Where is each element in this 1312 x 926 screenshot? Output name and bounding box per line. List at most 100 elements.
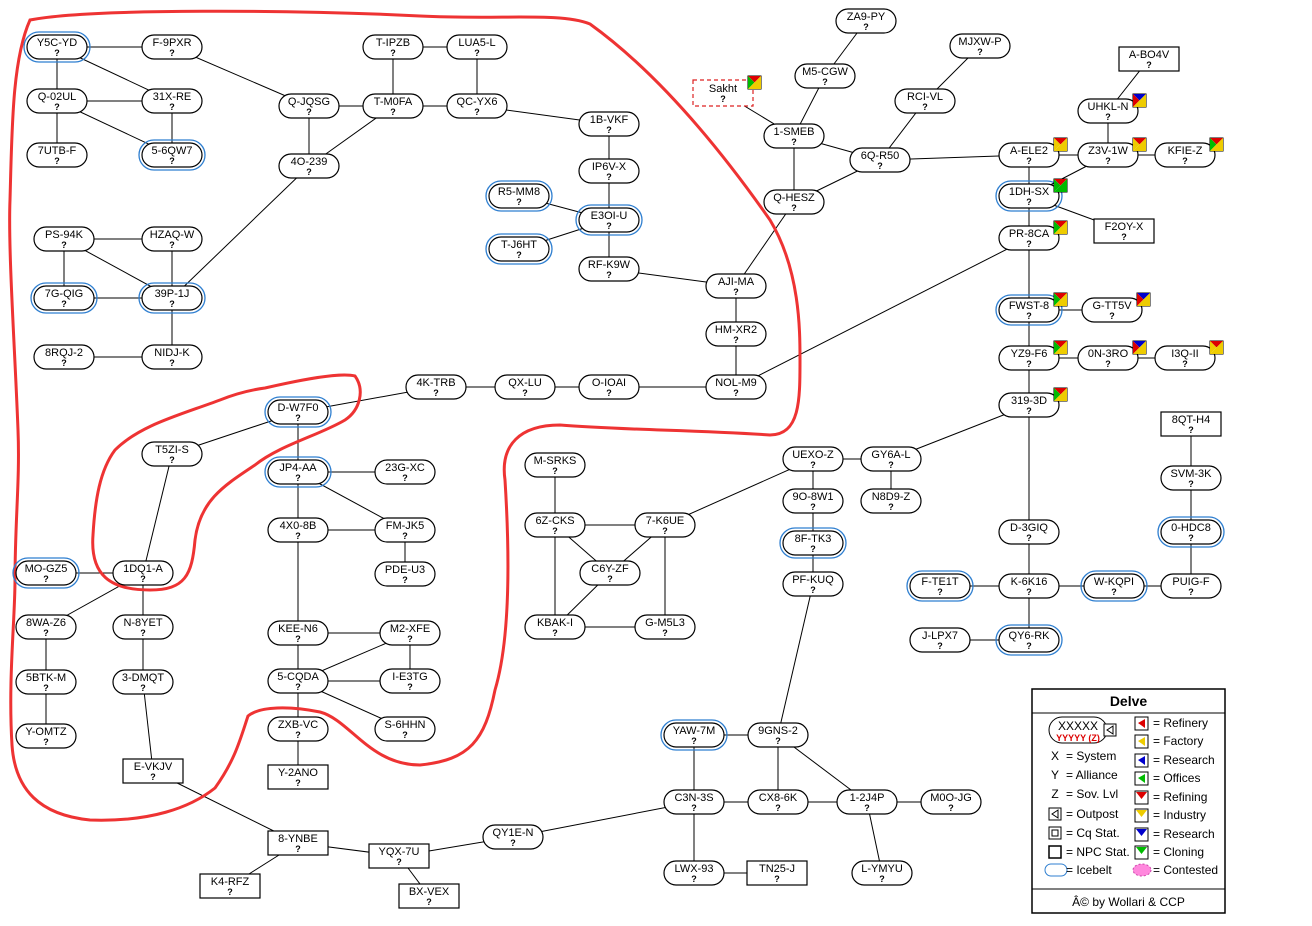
system-tn25-j[interactable]: TN25-J? — [746, 860, 808, 886]
system-7utb-f[interactable]: 7UTB-F? — [26, 142, 88, 168]
system-m-srks[interactable]: M-SRKS? — [524, 452, 586, 478]
system-n-8yet[interactable]: N-8YET? — [112, 614, 174, 640]
system-y5c-yd[interactable]: Y5C-YD? — [23, 31, 91, 63]
system-rci-vl[interactable]: RCI-VL? — [894, 88, 956, 114]
system-r5-mm8[interactable]: R5-MM8? — [485, 180, 553, 212]
system-m2-xfe[interactable]: M2-XFE? — [379, 620, 441, 646]
system-lua5-l[interactable]: LUA5-L? — [446, 34, 508, 60]
system-uexo-z[interactable]: UEXO-Z? — [782, 446, 844, 472]
system-6q-r50[interactable]: 6Q-R50? — [849, 147, 911, 173]
system-9o-8w1[interactable]: 9O-8W1? — [782, 488, 844, 514]
system-nidj-k[interactable]: NIDJ-K? — [141, 344, 203, 370]
system-aji-ma[interactable]: AJI-MA? — [705, 273, 767, 299]
system-za9-py[interactable]: ZA9-PY? — [835, 8, 897, 34]
system-6z-cks[interactable]: 6Z-CKS? — [524, 512, 586, 538]
system-q-02ul[interactable]: Q-02UL? — [26, 88, 88, 114]
system-a-ele2[interactable]: A-ELE2? — [998, 137, 1068, 168]
system-kbak-i[interactable]: KBAK-I? — [524, 614, 586, 640]
system-l-ymyu[interactable]: L-YMYU? — [851, 860, 913, 886]
system-z3v-1w[interactable]: Z3V-1W? — [1077, 137, 1147, 168]
system-8wa-z6[interactable]: 8WA-Z6? — [15, 614, 77, 640]
system-puig-f[interactable]: PUIG-F? — [1160, 573, 1222, 599]
system-n8d9-z[interactable]: N8D9-Z? — [860, 488, 922, 514]
system-i3q-ii[interactable]: I3Q-II? — [1154, 340, 1224, 371]
system-m0o-jg[interactable]: M0O-JG? — [920, 789, 982, 815]
system-fwst-8[interactable]: FWST-8? — [995, 292, 1068, 326]
system-1-smeb[interactable]: 1-SMEB? — [763, 123, 825, 149]
system-yz9-f6[interactable]: YZ9-F6? — [998, 340, 1068, 371]
system-1b-vkf[interactable]: 1B-VKF? — [578, 111, 640, 137]
system-lwx-93[interactable]: LWX-93? — [663, 860, 725, 886]
system-ip6v-x[interactable]: IP6V-X? — [578, 158, 640, 184]
system-cx8-6k[interactable]: CX8-6K? — [747, 789, 809, 815]
system-pf-kuq[interactable]: PF-KUQ? — [782, 571, 844, 597]
system-qy6-rk[interactable]: QY6-RK? — [995, 624, 1063, 656]
system-c3n-3s[interactable]: C3N-3S? — [663, 789, 725, 815]
system-a-bo4v[interactable]: A-BO4V? — [1118, 46, 1180, 72]
system-s-6hhn[interactable]: S-6HHN? — [374, 716, 436, 742]
system-8-ynbe[interactable]: 8-YNBE? — [267, 830, 329, 856]
system-kfie-z[interactable]: KFIE-Z? — [1154, 137, 1224, 168]
system-f2oy-x[interactable]: F2OY-X? — [1093, 218, 1155, 244]
system-jp4-aa[interactable]: JP4-AA? — [264, 456, 332, 488]
system-w-kqpi[interactable]: W-KQPI? — [1080, 570, 1148, 602]
system-1dq1-a[interactable]: 1DQ1-A? — [112, 560, 174, 586]
system-7g-qig[interactable]: 7G-QIG? — [30, 282, 98, 314]
system-qc-yx6[interactable]: QC-YX6? — [446, 93, 508, 119]
system-g-m5l3[interactable]: G-M5L3? — [634, 614, 696, 640]
system-31x-re[interactable]: 31X-RE? — [141, 88, 203, 114]
system-fm-jk5[interactable]: FM-JK5? — [374, 517, 436, 543]
system-t5zi-s[interactable]: T5ZI-S? — [141, 441, 203, 467]
system-y-2ano[interactable]: Y-2ANO? — [267, 764, 329, 790]
system-f-9pxr[interactable]: F-9PXR? — [141, 34, 203, 60]
system-t-ipzb[interactable]: T-IPZB? — [362, 34, 424, 60]
system-8f-tk3[interactable]: 8F-TK3? — [779, 527, 847, 559]
system-8qt-h4[interactable]: 8QT-H4? — [1160, 411, 1222, 437]
system-t-m0fa[interactable]: T-M0FA? — [362, 93, 424, 119]
system-t-j6ht[interactable]: T-J6HT? — [485, 233, 553, 265]
system-1dh-sx[interactable]: 1DH-SX? — [995, 178, 1068, 212]
system-39p-1j[interactable]: 39P-1J? — [138, 282, 206, 314]
system-f-te1t[interactable]: F-TE1T? — [906, 570, 974, 602]
system-sakht[interactable]: Sakht? — [692, 75, 762, 107]
system-mjxw-p[interactable]: MJXW-P? — [949, 33, 1011, 59]
system-0n-3ro[interactable]: 0N-3RO? — [1077, 340, 1147, 371]
system-5btk-m[interactable]: 5BTK-M? — [15, 669, 77, 695]
system-8rqj-2[interactable]: 8RQJ-2? — [33, 344, 95, 370]
system-q-hesz[interactable]: Q-HESZ? — [763, 189, 825, 215]
system-5-6qw7[interactable]: 5-6QW7? — [138, 139, 206, 171]
system-9gns-2[interactable]: 9GNS-2? — [747, 722, 809, 748]
system-4x0-8b[interactable]: 4X0-8B? — [267, 517, 329, 543]
system-uhkl-n[interactable]: UHKL-N? — [1077, 93, 1147, 124]
system-qx-lu[interactable]: QX-LU? — [494, 374, 556, 400]
system-7-k6ue[interactable]: 7-K6UE? — [634, 512, 696, 538]
system-k-6k16[interactable]: K-6K16? — [998, 573, 1060, 599]
system-3-dmqt[interactable]: 3-DMQT? — [112, 669, 174, 695]
system-yqx-7u[interactable]: YQX-7U? — [368, 843, 430, 869]
system-e-vkjv[interactable]: E-VKJV? — [122, 758, 184, 784]
system-4o-239[interactable]: 4O-239? — [278, 153, 340, 179]
system-pr-8ca[interactable]: PR-8CA? — [998, 220, 1068, 251]
system-svm-3k[interactable]: SVM-3K? — [1160, 465, 1222, 491]
system-y-omtz[interactable]: Y-OMTZ? — [15, 723, 77, 749]
system-ps-94k[interactable]: PS-94K? — [33, 226, 95, 252]
system-4k-trb[interactable]: 4K-TRB? — [405, 374, 467, 400]
system-m5-cgw[interactable]: M5-CGW? — [794, 63, 856, 89]
system-yaw-7m[interactable]: YAW-7M? — [660, 719, 728, 751]
system-gy6a-l[interactable]: GY6A-L? — [860, 446, 922, 472]
system-e3oi-u[interactable]: E3OI-U? — [575, 204, 643, 236]
system-qy1e-n[interactable]: QY1E-N? — [482, 824, 544, 850]
system-zxb-vc[interactable]: ZXB-VC? — [267, 716, 329, 742]
system-nol-m9[interactable]: NOL-M9? — [705, 374, 767, 400]
system-q-jqsg[interactable]: Q-JQSG? — [278, 93, 340, 119]
system-hm-xr2[interactable]: HM-XR2? — [705, 321, 767, 347]
system-mo-gz5[interactable]: MO-GZ5? — [12, 557, 80, 589]
system-g-tt5v[interactable]: G-TT5V? — [1081, 292, 1151, 323]
system-o-ioai[interactable]: O-IOAI? — [578, 374, 640, 400]
system-k4-rfz[interactable]: K4-RFZ? — [199, 873, 261, 899]
system-hzaq-w[interactable]: HZAQ-W? — [141, 226, 203, 252]
system-d-3giq[interactable]: D-3GIQ? — [998, 519, 1060, 545]
system-c6y-zf[interactable]: C6Y-ZF? — [579, 560, 641, 586]
system-319-3d[interactable]: 319-3D? — [998, 387, 1068, 418]
system-rf-k9w[interactable]: RF-K9W? — [578, 256, 640, 282]
